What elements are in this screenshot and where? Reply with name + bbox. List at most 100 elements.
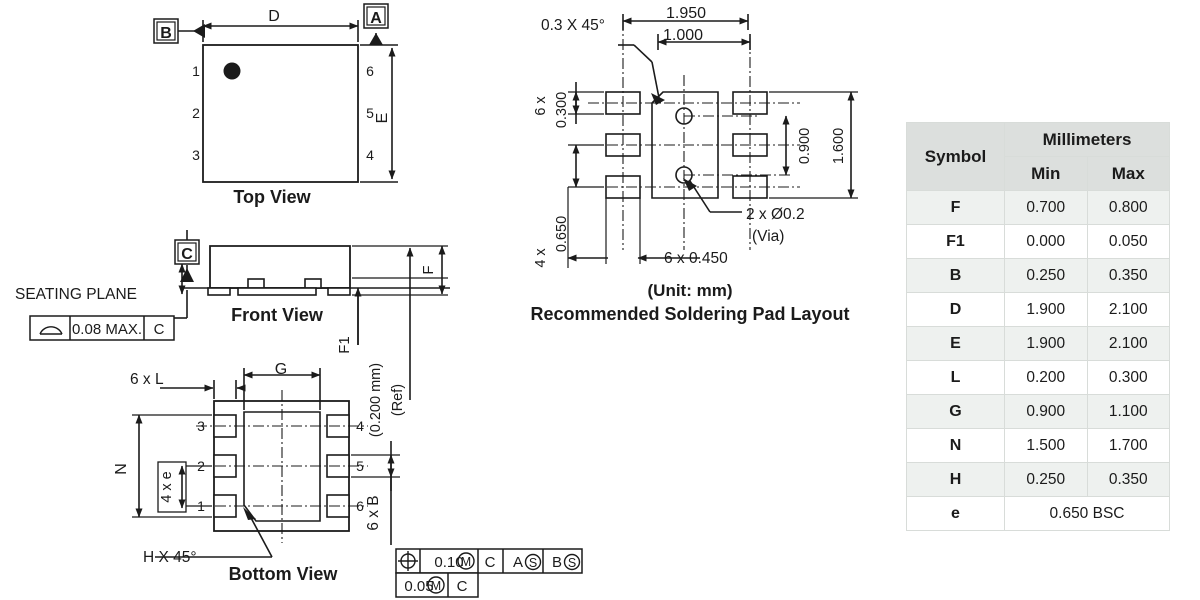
dim-0300-label: 0.300: [554, 92, 570, 128]
cell-min: 0.900: [1004, 394, 1088, 429]
gdt-frames: [395, 548, 583, 598]
top-view-title: Top View: [233, 187, 311, 207]
dim-0900-label: 0.900: [797, 128, 813, 164]
cell-symbol: E: [906, 326, 1005, 361]
dim-6xl-label: 6 x L: [130, 371, 164, 388]
pad-layout-group: [567, 14, 858, 268]
bottom-pin-6: 6: [356, 498, 364, 514]
dim-4xe-label: 4 x e: [159, 471, 175, 502]
chamfer-h-label: H X 45°: [143, 549, 197, 566]
pin-1-marker-dot: [223, 62, 241, 80]
front-view-body: [209, 245, 351, 289]
cell-symbol: N: [906, 428, 1005, 463]
bottom-view-title: Bottom View: [229, 564, 339, 584]
bottom-pin-1: 1: [197, 498, 205, 514]
cell-min: 0.700: [1004, 190, 1088, 225]
pad-layout-title: Recommended Soldering Pad Layout: [530, 304, 849, 324]
dim-6x-label: 6 x: [533, 96, 549, 116]
cell-min: 0.000: [1004, 224, 1088, 259]
front-pad-left: [207, 287, 231, 296]
gdt1-datum-a: A: [513, 554, 523, 571]
cell-min: 0.200: [1004, 360, 1088, 395]
cell-max: 0.350: [1086, 462, 1170, 497]
cell-max: 2.100: [1086, 326, 1170, 361]
ref-value-label: (0.200 mm): [368, 363, 384, 437]
top-pin-2: 2: [192, 105, 200, 121]
cell-max: 1.100: [1086, 394, 1170, 429]
dim-n-label: N: [113, 463, 130, 475]
flatness-datum: C: [154, 321, 165, 338]
seating-plane-label: SEATING PLANE: [15, 286, 137, 303]
dim-4x-label: 4 x: [533, 248, 549, 268]
table-header-row-1: Symbol Millimeters: [906, 122, 1170, 191]
header-max: Max: [1086, 156, 1170, 191]
cell-symbol: H: [906, 462, 1005, 497]
cell-value-span: 0.650 BSC: [1004, 496, 1170, 531]
cell-symbol: D: [906, 292, 1005, 327]
cell-symbol: F: [906, 190, 1005, 225]
datum-a-triangle: [369, 33, 383, 45]
pad-unit-note: (Unit: mm): [648, 281, 733, 300]
cell-max: 2.100: [1086, 292, 1170, 327]
bottom-pin-4: 4: [356, 418, 364, 434]
via-leader-arrow: [683, 178, 697, 191]
header-symbol: Symbol: [906, 122, 1005, 191]
dim-f1-label: F1: [336, 336, 353, 354]
datum-b-label: B: [160, 25, 172, 42]
cell-max: 1.700: [1086, 428, 1170, 463]
pad-chamfer-label: 0.3 X 45°: [541, 17, 605, 34]
cell-symbol: B: [906, 258, 1005, 293]
front-pad-mid: [237, 287, 317, 296]
gdt1-datum-b-mod: S: [568, 556, 576, 570]
datum-boxes: [153, 3, 389, 265]
top-pin-5: 5: [366, 105, 374, 121]
dim-0650-label: 0.650: [554, 216, 570, 252]
cell-max: 0.800: [1086, 190, 1170, 225]
front-pad-right: [327, 287, 351, 296]
dim-6xb-label: 6 x B: [365, 495, 382, 530]
chamfer-arrow: [243, 507, 256, 520]
datum-a-label: A: [370, 10, 382, 27]
gdt1-tolerance: 0.10: [434, 554, 463, 571]
gdt2-modifier: M: [431, 579, 441, 593]
dim-1000-label: 1.000: [663, 27, 703, 44]
front-lead-2: [304, 278, 322, 289]
top-pin-6: 6: [366, 63, 374, 79]
cell-max: 0.350: [1086, 258, 1170, 293]
datum-b-triangle: [193, 24, 205, 38]
gdt2-datum-c: C: [457, 578, 468, 595]
bottom-pin-3: 3: [197, 418, 205, 434]
bottom-pin-2: 2: [197, 458, 205, 474]
front-lead-1: [247, 278, 265, 289]
flatness-value: 0.08 MAX.: [72, 321, 142, 338]
cell-min: 0.250: [1004, 462, 1088, 497]
dim-d-label: D: [268, 8, 280, 25]
header-units: Millimeters: [1004, 122, 1170, 157]
top-pin-3: 3: [192, 147, 200, 163]
datum-c-label: C: [181, 246, 193, 263]
cell-max: 0.300: [1086, 360, 1170, 395]
gdt1-datum-a-mod: S: [529, 556, 537, 570]
cell-symbol: L: [906, 360, 1005, 395]
table-header-row-2: Min Max: [907, 156, 1170, 191]
top-pin-1: 1: [192, 63, 200, 79]
dim-e-label: E: [374, 113, 391, 124]
cell-min: 1.500: [1004, 428, 1088, 463]
dim-6x0450-label: 6 x 0.450: [664, 250, 728, 267]
bottom-view-group: [132, 368, 400, 558]
dim-1950-label: 1.950: [666, 5, 706, 22]
dim-1600-label: 1.600: [831, 128, 847, 164]
ref-note-label: (Ref): [390, 384, 406, 416]
